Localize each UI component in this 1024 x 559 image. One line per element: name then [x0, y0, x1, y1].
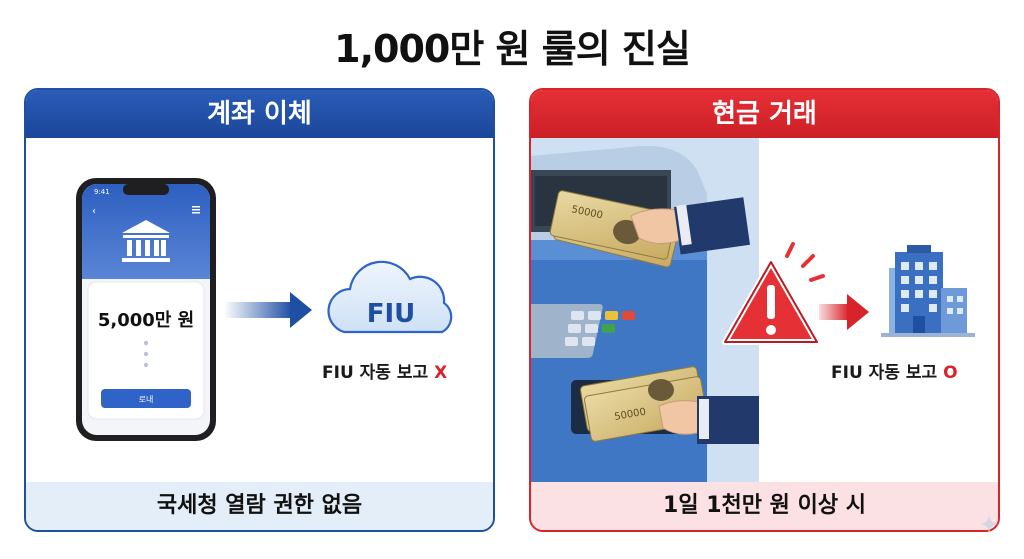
- cash-bundle-top: 50000: [549, 190, 681, 268]
- account-transfer-header: 계좌 이체: [26, 90, 493, 138]
- bill-label-bottom: 50000: [614, 407, 647, 423]
- page-title: 1,000만 원 룰의 진실: [334, 27, 691, 71]
- status-time: 9:41: [94, 188, 110, 196]
- report-mark-o: O: [943, 363, 958, 383]
- fiu-report-status: FIU 자동 보고 O: [831, 358, 958, 383]
- hand-bottom: [658, 396, 759, 444]
- sparkle-icon: [980, 515, 998, 533]
- bank-icon: [122, 220, 170, 262]
- account-transfer-panel: 계좌 이체 9:41 ‹: [24, 88, 495, 532]
- cash-transaction-footer: 1일 1천만 원 이상 시: [531, 482, 998, 530]
- arrow-right-icon: [224, 292, 312, 328]
- fiu-report-text: FIU 자동 보고: [322, 363, 429, 383]
- cash-transaction-panel: 현금 거래: [529, 88, 1000, 532]
- fiu-report-text: FIU 자동 보고: [831, 363, 938, 383]
- fiu-cloud-label: FIU: [367, 299, 416, 329]
- hand-top: [630, 197, 750, 255]
- send-button[interactable]: 로내: [101, 389, 191, 408]
- send-button-label: 로내: [139, 395, 154, 404]
- smartphone: 9:41 ‹ 5,000만 원: [76, 178, 216, 441]
- cloud-icon: FIU: [327, 260, 453, 334]
- atm-illustration: 50000 50000: [531, 138, 759, 484]
- back-chevron-icon: ‹: [92, 206, 96, 217]
- transfer-scene: 9:41 ‹ 5,000만 원: [76, 178, 453, 441]
- fiu-report-status: FIU 자동 보고 X: [322, 358, 447, 383]
- keypad: [531, 304, 635, 358]
- cash-transaction-header: 현금 거래: [531, 90, 998, 138]
- arrow-right-icon: [819, 294, 869, 330]
- warning-icon: [722, 242, 825, 345]
- menu-icon: [192, 206, 200, 214]
- account-transfer-footer: 국세청 열람 권한 없음: [26, 482, 493, 530]
- building-icon: [881, 245, 975, 337]
- report-mark-x: X: [434, 363, 448, 383]
- cash-scene: 50000 50000: [531, 138, 975, 484]
- transfer-amount: 5,000만 원: [98, 310, 194, 331]
